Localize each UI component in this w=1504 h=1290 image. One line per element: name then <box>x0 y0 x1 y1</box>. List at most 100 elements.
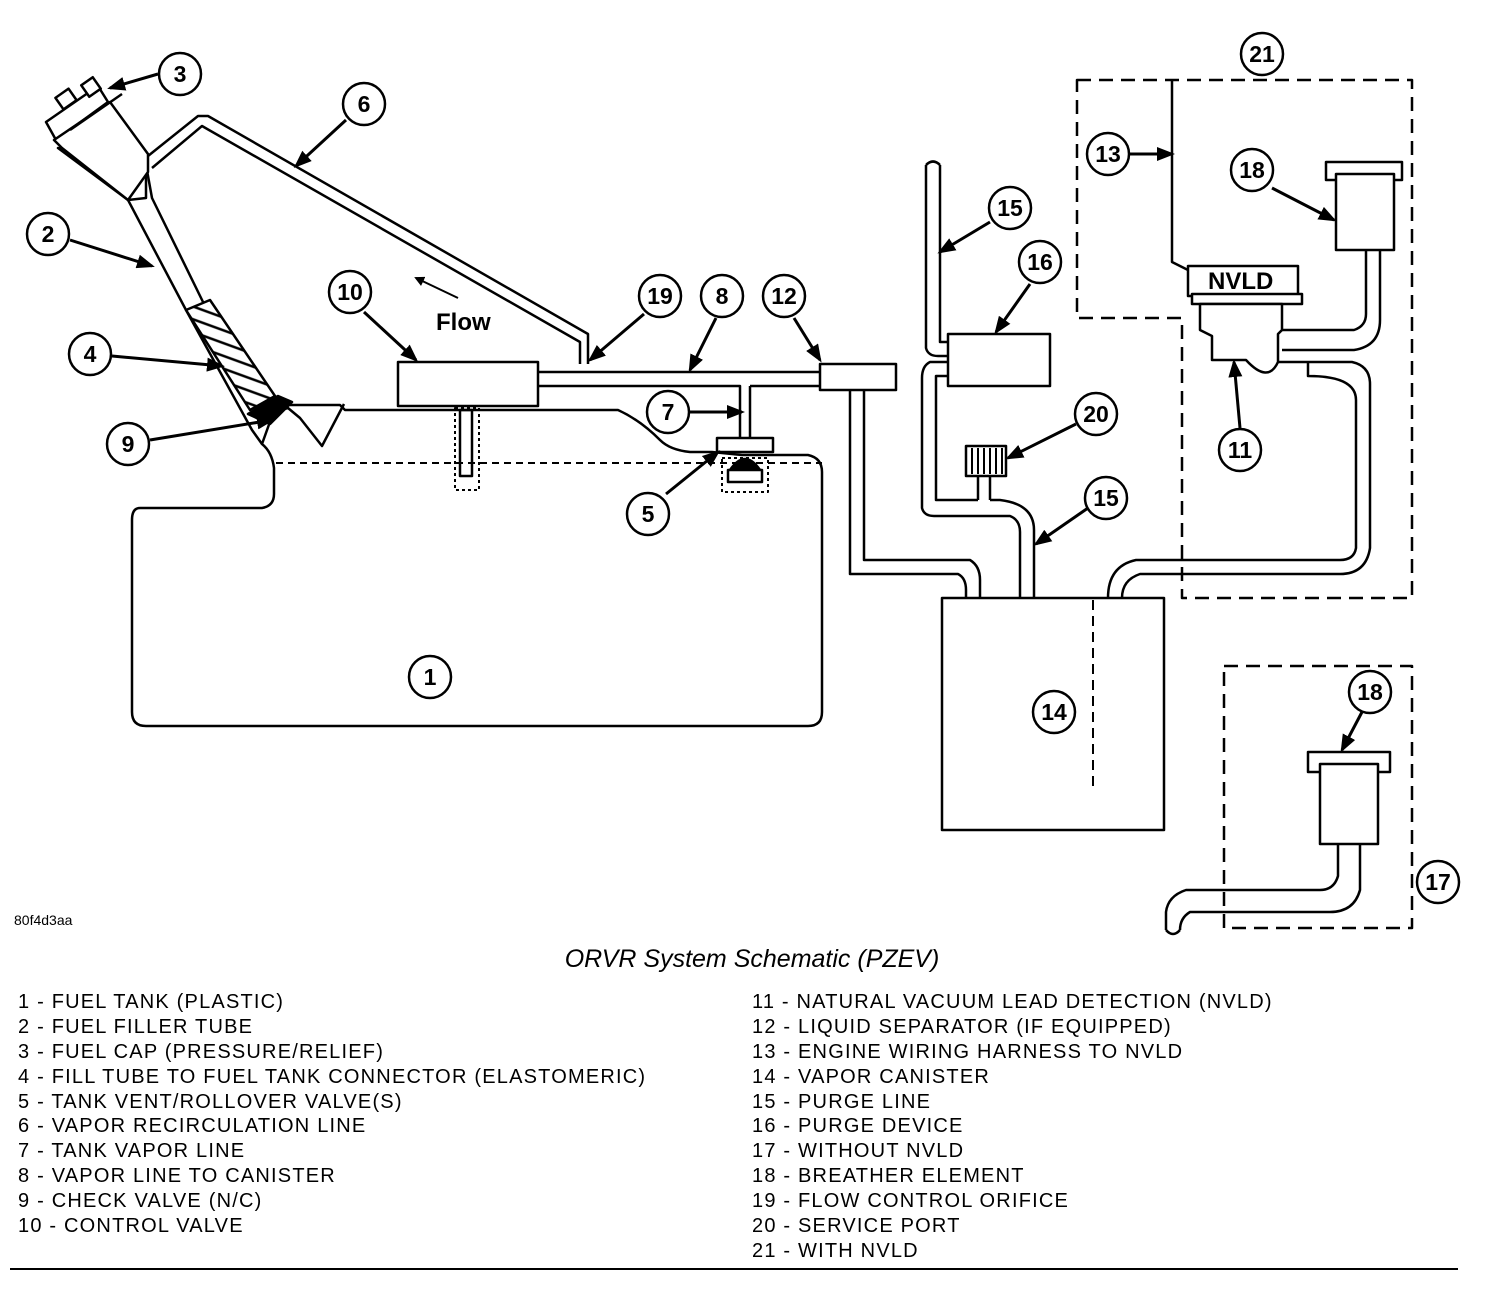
svg-text:3: 3 <box>174 61 187 87</box>
leader-3 <box>107 72 159 91</box>
legend-left: 1 - FUEL TANK (PLASTIC) 2 - FUEL FILLER … <box>18 990 646 1239</box>
bottom-rule <box>10 1268 1458 1270</box>
leader-10 <box>362 310 419 363</box>
flow-label: Flow <box>436 309 491 336</box>
purge-device <box>946 332 1052 388</box>
callout-18b: 18 <box>1347 669 1393 715</box>
svg-text:19: 19 <box>647 283 673 309</box>
svg-text:11: 11 <box>1228 437 1253 463</box>
legend-item: 20 - SERVICE PORT <box>752 1215 961 1238</box>
leader-4 <box>111 354 225 372</box>
without-nvld-region <box>1222 664 1414 930</box>
legend-item: 3 - FUEL CAP (PRESSURE/RELIEF) <box>18 1040 385 1063</box>
callout-3: 3 <box>157 51 203 97</box>
callout-8: 8 <box>699 273 745 319</box>
svg-text:8: 8 <box>716 283 729 309</box>
legend-item: 1 - FUEL TANK (PLASTIC) <box>18 991 285 1013</box>
legend-item: 19 - FLOW CONTROL ORIFICE <box>752 1190 1070 1213</box>
nvld-label: NVLD <box>1208 268 1273 295</box>
legend-item: 11 - NATURAL VACUUM LEAD DETECTION (NVLD… <box>752 991 1273 1013</box>
purge-line <box>924 165 948 358</box>
svg-text:10: 10 <box>337 279 363 305</box>
leader-11 <box>1228 359 1243 429</box>
legend-item: 7 - TANK VAPOR LINE <box>18 1140 246 1163</box>
callout-1: 1 <box>407 654 453 700</box>
leader-9 <box>149 415 275 442</box>
callout-10: 10 <box>327 269 373 315</box>
svg-text:12: 12 <box>771 283 797 309</box>
wiring-harness <box>1170 80 1189 272</box>
leader-20 <box>1005 422 1077 460</box>
leader-12 <box>792 317 822 363</box>
flow-arrow <box>414 276 459 299</box>
svg-text:18: 18 <box>1239 157 1265 183</box>
callout-18a: 18 <box>1229 147 1275 193</box>
figure-caption: ORVR System Schematic (PZEV) <box>564 945 940 973</box>
callout-7: 7 <box>645 389 691 435</box>
svg-text:5: 5 <box>642 501 655 527</box>
leader-6 <box>293 118 348 169</box>
svg-text:14: 14 <box>1041 699 1067 725</box>
callout-5: 5 <box>625 491 671 537</box>
leader-19 <box>587 312 645 362</box>
callout-15b: 15 <box>1083 475 1129 521</box>
leader-16 <box>994 283 1032 335</box>
callout-6: 6 <box>341 81 387 127</box>
legend-item: 21 - WITH NVLD <box>752 1239 919 1262</box>
leader-18b <box>1340 711 1364 753</box>
leader-15a <box>937 220 991 254</box>
legend-item: 13 - ENGINE WIRING HARNESS TO NVLD <box>752 1040 1184 1063</box>
liquid-separator <box>818 362 898 392</box>
fuel-cap <box>44 76 150 202</box>
svg-text:18: 18 <box>1357 679 1383 705</box>
legend-item: 4 - FILL TUBE TO FUEL TANK CONNECTOR (EL… <box>18 1065 647 1088</box>
legend-item: 10 - CONTROL VALVE <box>18 1215 244 1238</box>
breather-element-plain <box>1318 762 1380 846</box>
callout-4: 4 <box>67 331 113 377</box>
svg-text:13: 13 <box>1095 141 1121 167</box>
rollover-valve <box>728 457 762 472</box>
legend-item: 17 - WITHOUT NVLD <box>752 1140 965 1163</box>
legend-right: 11 - NATURAL VACUUM LEAD DETECTION (NVLD… <box>752 990 1273 1264</box>
leader-15b <box>1033 506 1089 546</box>
fuel-tank-outline <box>130 403 824 728</box>
legend-item: 8 - VAPOR LINE TO CANISTER <box>18 1165 336 1188</box>
orvr-schematic-diagram: Flow NVLD 1 2 3 4 5 6 7 8 9 10 11 12 13 … <box>25 31 1461 936</box>
svg-text:9: 9 <box>122 431 135 457</box>
callout-11: 11 <box>1217 427 1263 473</box>
legend-item: 18 - BREATHER ELEMENT <box>752 1165 1025 1188</box>
legend-item: 14 - VAPOR CANISTER <box>752 1065 991 1088</box>
callout-17: 17 <box>1415 859 1461 905</box>
callout-14: 14 <box>1031 689 1077 735</box>
leader-8 <box>688 317 718 373</box>
vapor-recirculation-line <box>147 114 590 364</box>
legend-item: 9 - CHECK VALVE (N/C) <box>18 1190 263 1213</box>
svg-text:2: 2 <box>42 221 55 247</box>
leader-2 <box>69 238 155 269</box>
legend-item: 5 - TANK VENT/ROLLOVER VALVE(S) <box>18 1090 403 1113</box>
svg-text:1: 1 <box>424 664 437 690</box>
figure-code: 80f4d3aa <box>14 912 73 928</box>
leader-18a <box>1271 186 1337 222</box>
callout-15a: 15 <box>987 185 1033 231</box>
svg-text:20: 20 <box>1083 401 1109 427</box>
leader-5 <box>665 450 721 496</box>
fill-tube-connector <box>184 298 277 412</box>
svg-text:21: 21 <box>1249 41 1275 67</box>
legend-item: 12 - LIQUID SEPARATOR (IF EQUIPPED) <box>752 1015 1172 1038</box>
svg-text:17: 17 <box>1425 869 1451 895</box>
nvld-module <box>1186 264 1304 374</box>
callout-16: 16 <box>1017 239 1063 285</box>
with-nvld-region <box>1075 78 1414 600</box>
control-valve <box>396 360 540 408</box>
callout-9: 9 <box>105 421 151 467</box>
rollover-valve-cap <box>715 436 775 454</box>
svg-text:15: 15 <box>997 195 1023 221</box>
callout-19: 19 <box>637 273 683 319</box>
callout-21: 21 <box>1239 31 1285 77</box>
svg-text:4: 4 <box>84 341 97 367</box>
callout-13: 13 <box>1085 131 1131 177</box>
callout-20: 20 <box>1073 391 1119 437</box>
breather-element-nvld <box>1334 172 1396 252</box>
svg-text:15: 15 <box>1093 485 1119 511</box>
